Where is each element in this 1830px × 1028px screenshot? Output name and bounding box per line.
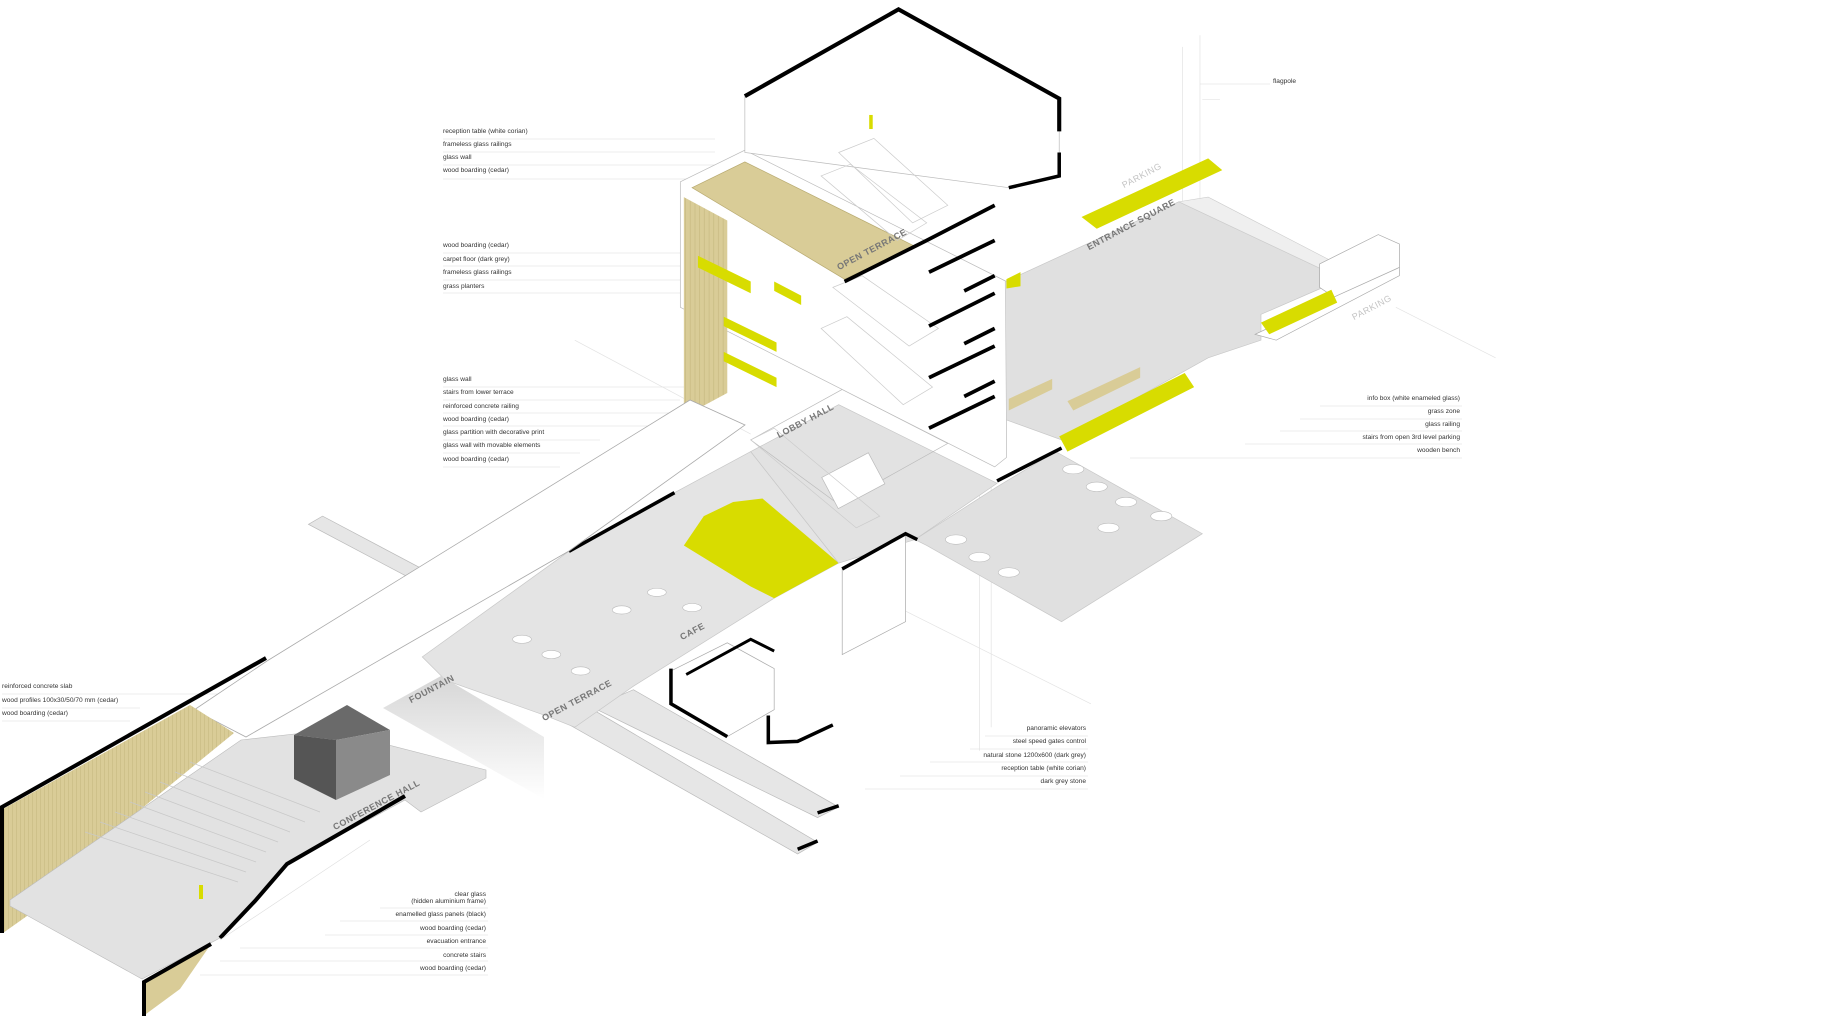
callout: carpet floor (dark grey): [443, 255, 510, 263]
callout: wood boarding (cedar): [443, 455, 509, 463]
callout: glass partition with decorative print: [443, 429, 545, 437]
callout: glass wall: [443, 376, 472, 383]
tables: [512, 464, 1173, 676]
black-cube: [294, 705, 390, 800]
callout-group-tower-top: reception table (white corian) frameless…: [443, 128, 528, 180]
cafe-garden: [683, 498, 839, 599]
conference-wall: [0, 656, 267, 933]
callout: glass railing: [1425, 421, 1460, 428]
callout: wooden bench: [1417, 447, 1460, 454]
callout-group-tower-mid: wood boarding (cedar) carpet floor (dark…: [443, 242, 512, 296]
lower-slab: [307, 515, 424, 578]
callout: natural stone 1200x600 (dark grey): [983, 751, 1086, 759]
callout-group-lobby: panoramic elevators steel speed gates co…: [966, 725, 1086, 791]
slab-edges: [843, 203, 996, 430]
callout: glass wall: [443, 154, 472, 161]
callout: (hidden aluminium frame): [411, 898, 486, 905]
grass-zones: [1006, 158, 1338, 452]
callout: reception table (white corian): [1001, 764, 1086, 772]
callout: clear glass: [454, 891, 486, 898]
callout: enamelled glass panels (black): [395, 911, 486, 918]
callout: wood boarding (cedar): [443, 167, 509, 174]
conference-steps: [84, 761, 321, 883]
roof-edge: [743, 7, 1062, 132]
callout: stairs from lower terrace: [443, 389, 514, 397]
person-yellow: [869, 114, 873, 130]
callout-group-bridge: glass wall stairs from lower terrace rei…: [443, 376, 544, 469]
callout: evacuation entrance: [426, 938, 486, 945]
cafe-terrace: [914, 451, 1204, 623]
callout: reinforced concrete railing: [443, 402, 519, 410]
callout: reception table (white corian): [443, 128, 528, 135]
callout: frameless glass railings: [443, 141, 512, 148]
callout: wood boarding (cedar): [420, 924, 486, 932]
callout: concrete stairs: [443, 951, 486, 959]
callout-group-conference-bottom: clear glass (hidden aluminium frame) ena…: [386, 891, 486, 979]
callout-group-conference-left: reinforced concrete slab wood profiles 1…: [2, 683, 118, 724]
grass-planters: [697, 255, 802, 388]
callout-flagpole: flagpole: [1273, 78, 1297, 85]
callout: panoramic elevators: [1026, 725, 1086, 732]
wood-wall-tower: [683, 197, 728, 417]
callout: wood boarding (cedar): [443, 415, 509, 423]
fountain: [383, 676, 544, 799]
bridge-slab: [193, 399, 746, 738]
callout: steel speed gates control: [1012, 738, 1086, 746]
callout: wood boarding (cedar): [2, 710, 68, 717]
callout: grass planters: [443, 282, 485, 290]
callout: reinforced concrete slab: [2, 683, 73, 690]
callout: wood boarding (cedar): [443, 242, 509, 249]
callout: dark grey stone: [1040, 778, 1086, 786]
callout: frameless glass railings: [443, 269, 512, 276]
person-yellow: [199, 885, 203, 899]
wooden-benches: [1008, 367, 1141, 411]
callout: grass zone: [1427, 408, 1460, 415]
callout: wood profiles 100x30/50/70 mm (cedar): [2, 696, 119, 704]
callout: stairs from open 3rd level parking: [1362, 434, 1461, 441]
callout: wood boarding (cedar): [420, 965, 486, 972]
callout-group-entrance: info box (white enameled glass) grass zo…: [1330, 395, 1461, 460]
reception-desk: [821, 452, 886, 510]
leader-lines: [2, 83, 1462, 976]
callout: info box (white enameled glass): [1367, 395, 1460, 402]
callout: glass wall with movable elements: [443, 442, 541, 450]
